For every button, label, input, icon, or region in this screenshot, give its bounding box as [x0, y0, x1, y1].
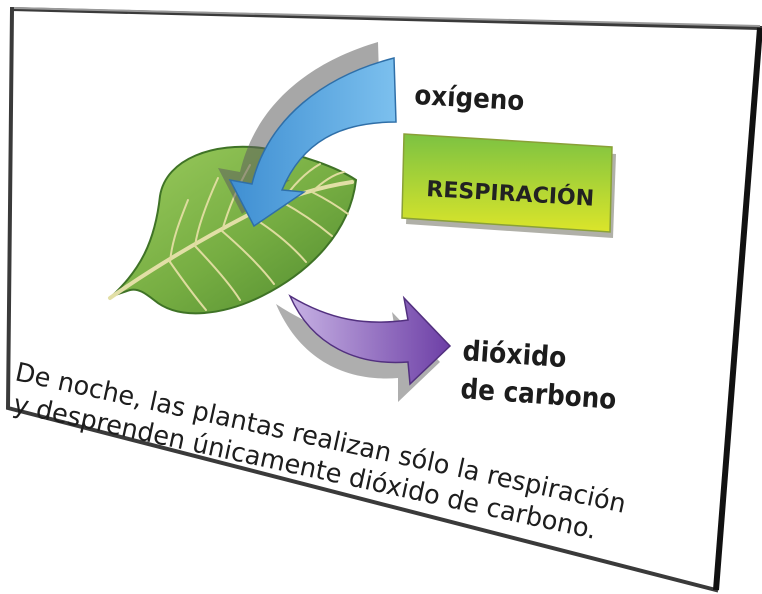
oxygen-label: oxígeno: [414, 80, 526, 117]
page-frame-top-edge: [13, 7, 761, 27]
oxygen-arrow-fill: [228, 57, 397, 228]
respiration-box-fill: [401, 133, 613, 233]
arrow-in-icon: [218, 42, 397, 228]
respiration-box: RESPIRACIÓN: [401, 133, 616, 238]
arrow-out-icon: [276, 294, 452, 402]
page-frame-edge: [713, 27, 762, 591]
leaf-blade: [111, 145, 358, 315]
co2-label-line1: dióxido: [462, 334, 568, 374]
leaf-icon: [108, 145, 358, 315]
co2-arrow-fill: [288, 294, 452, 386]
